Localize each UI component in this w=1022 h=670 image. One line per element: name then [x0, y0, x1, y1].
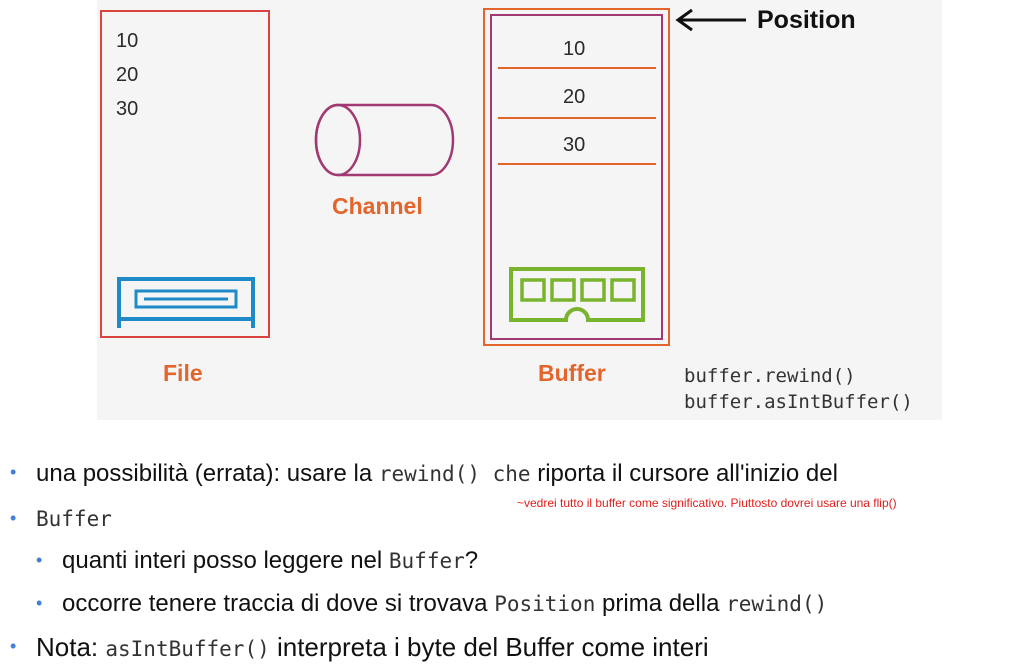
file-label: File	[163, 360, 203, 386]
diagram-background	[97, 0, 942, 420]
cylinder-icon	[314, 103, 455, 177]
buffer-label: Buffer	[538, 360, 606, 386]
code-line-rewind: buffer.rewind()	[684, 365, 856, 387]
buffer-inner-box	[490, 14, 663, 340]
sub-bullet-2-text: occorre tenere traccia di dove si trovav…	[62, 590, 495, 617]
sub-bullet-2-mid: prima della	[595, 590, 727, 617]
bullet-dot: •	[36, 550, 43, 570]
bullet-dot: •	[10, 636, 17, 656]
arrow-left-icon	[675, 8, 746, 32]
disk-drive-icon	[117, 277, 255, 328]
bullet-2-code: asIntBuffer()	[105, 637, 270, 661]
handwritten-annotation: ~vedrei tutto il buffer come significati…	[517, 496, 897, 510]
buffer-value-2: 20	[563, 86, 586, 108]
bullet-2: Nota: asIntBuffer() interpreta i byte de…	[36, 632, 709, 663]
bullet-2-text-end: interpreta i byte del Buffer come interi	[269, 632, 709, 662]
code-line-asintbuffer: buffer.asIntBuffer()	[684, 391, 913, 413]
buffer-separator	[498, 163, 656, 165]
sub-bullet-2: occorre tenere traccia di dove si trovav…	[62, 590, 827, 618]
buffer-value-3: 30	[563, 134, 586, 156]
channel-label: Channel	[332, 193, 423, 219]
buffer-outer-box	[483, 8, 670, 346]
file-value-2: 20	[116, 64, 139, 86]
bullet-1: una possibilità (errata): usare la rewin…	[36, 460, 838, 488]
bullet-1-continuation: Buffer	[36, 505, 112, 533]
bullet-1-cont-code: Buffer	[36, 507, 112, 531]
position-label: Position	[757, 6, 856, 34]
buffer-value-1: 10	[563, 38, 586, 60]
sub-bullet-2-code2: rewind()	[726, 592, 828, 616]
sub-bullet-1-end: ?	[464, 547, 479, 574]
bullet-dot: •	[36, 593, 43, 613]
bullet-1-code: rewind() che	[378, 462, 531, 486]
sub-bullet-1-code: Buffer	[388, 549, 465, 573]
bullet-1-text: una possibilità (errata): usare la	[36, 460, 379, 487]
bullet-1-text-end: riporta il cursore all'inizio del	[530, 460, 838, 487]
bullet-2-text: Nota:	[36, 632, 106, 662]
sub-bullet-2-code: Position	[494, 592, 596, 616]
file-box	[100, 10, 270, 338]
buffer-separator	[498, 117, 656, 119]
file-value-1: 10	[116, 30, 139, 52]
file-value-3: 30	[116, 98, 139, 120]
sub-bullet-1-text: quanti interi posso leggere nel	[62, 547, 389, 574]
buffer-separator	[498, 67, 656, 69]
memory-chip-icon	[509, 267, 645, 322]
bullet-dot: •	[10, 462, 17, 482]
sub-bullet-1: quanti interi posso leggere nel Buffer?	[62, 547, 478, 575]
bullet-dot: •	[10, 508, 17, 528]
